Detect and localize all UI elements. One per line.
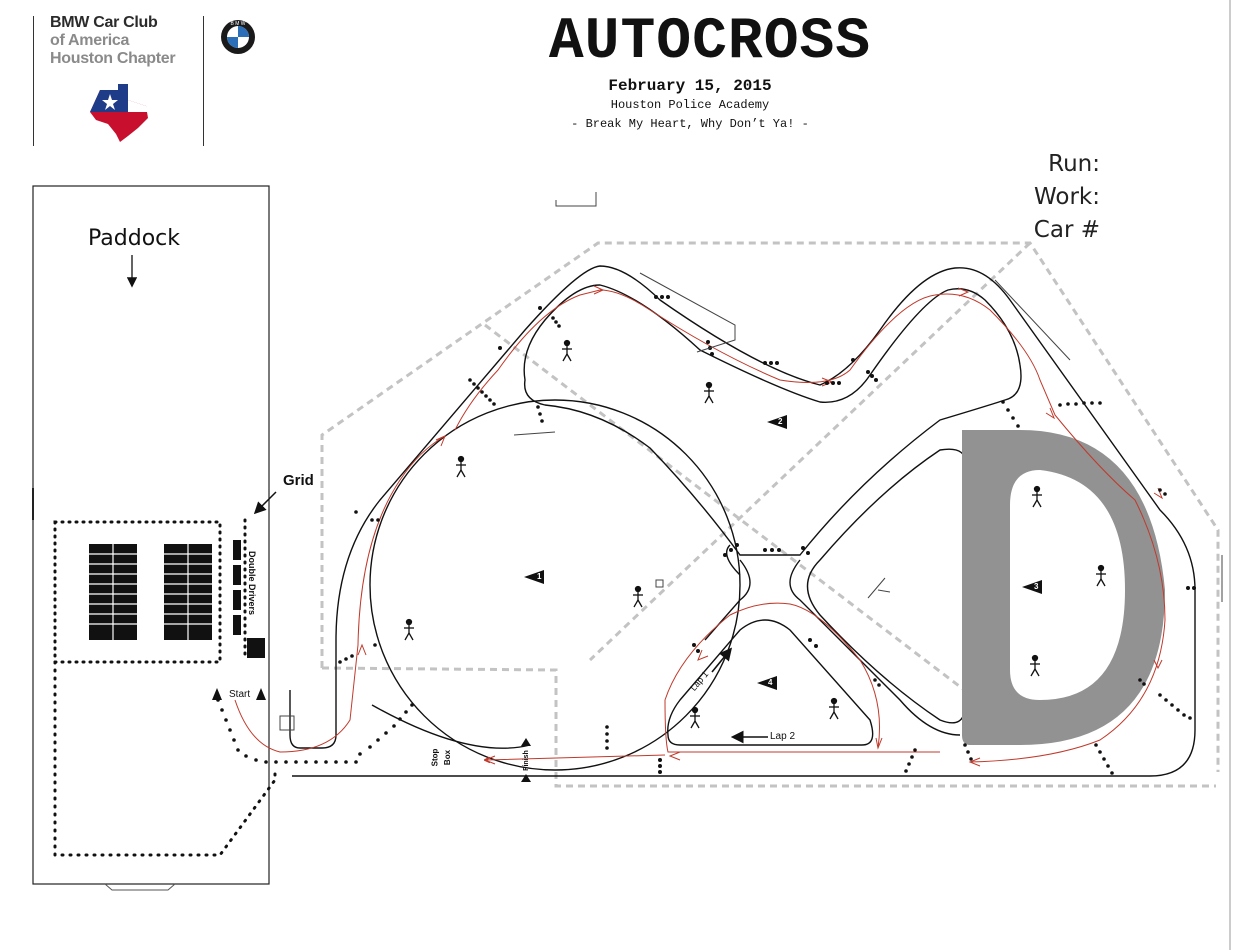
entry-form: Run: Work: Car # bbox=[1000, 148, 1100, 247]
logo-divider-left bbox=[33, 16, 34, 146]
texas-flag-logo bbox=[90, 84, 148, 142]
svg-text:B M W: B M W bbox=[231, 21, 246, 27]
boundary-dashed bbox=[320, 241, 1220, 788]
station-1-label: 1 bbox=[537, 572, 542, 581]
club-name: BMW Car Club of America Houston Chapter bbox=[50, 14, 200, 68]
worker-figures bbox=[404, 339, 1106, 729]
bmw-roundel-icon: B M W bbox=[221, 20, 255, 54]
event-date: February 15, 2015 bbox=[608, 77, 772, 95]
club-name-line3: Houston Chapter bbox=[50, 50, 176, 67]
lap2-label: Lap 2 bbox=[770, 731, 796, 742]
paddock-label: Paddock bbox=[88, 226, 180, 251]
paddock-area bbox=[32, 185, 277, 891]
event-title: AUTOCROSS bbox=[548, 10, 872, 75]
box-label: Box bbox=[443, 749, 453, 766]
work-label: Work: bbox=[1034, 184, 1100, 210]
run-label: Run: bbox=[1048, 151, 1100, 177]
skidpad-area bbox=[962, 430, 1165, 745]
car-number-label: Car # bbox=[1033, 217, 1100, 243]
finish-label: Finish bbox=[522, 750, 530, 771]
event-tagline: - Break My Heart, Why Don’t Ya! - bbox=[571, 117, 809, 131]
stop-label: Stop bbox=[430, 748, 440, 767]
worker-stations bbox=[524, 415, 1042, 690]
start-label: Start bbox=[229, 689, 251, 700]
double-drivers-label: Double Drivers bbox=[247, 550, 258, 616]
racing-line bbox=[234, 289, 1166, 762]
logo-divider-right bbox=[203, 16, 204, 146]
track-outline bbox=[289, 265, 1196, 777]
start-cones bbox=[212, 688, 266, 700]
club-name-line2: of America bbox=[50, 32, 130, 49]
station-3-label: 3 bbox=[1034, 582, 1039, 591]
finish-cones bbox=[521, 738, 531, 782]
station-2-label: 2 bbox=[778, 417, 783, 426]
grid-label: Grid bbox=[283, 472, 314, 489]
event-venue: Houston Police Academy bbox=[610, 98, 770, 112]
station-4-label: 4 bbox=[768, 678, 773, 687]
club-name-line1: BMW Car Club bbox=[50, 14, 158, 31]
